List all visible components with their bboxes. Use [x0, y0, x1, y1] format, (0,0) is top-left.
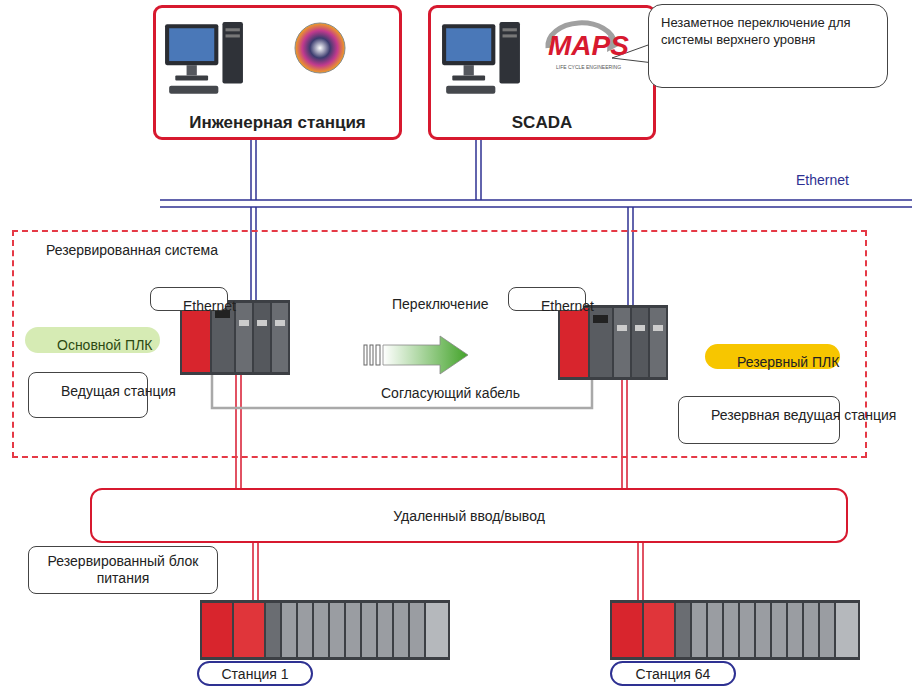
- logo-text: LIFE CYCLE ENGINEERING: [556, 64, 621, 70]
- node-text: Ethernet: [183, 298, 236, 316]
- workstation-box: SCADA: [428, 5, 656, 140]
- node-text: Удаленный ввод/вывод: [393, 508, 545, 524]
- remote-station-rack: [200, 600, 450, 660]
- remote-station-rack: [610, 600, 860, 660]
- backup-plc: [558, 305, 668, 380]
- switchover-arrow: [364, 336, 468, 374]
- ethernet-wire: [251, 140, 633, 306]
- callout-box: Резервная ведущая станция: [678, 396, 840, 444]
- node-text: Основной ПЛК: [57, 337, 152, 353]
- cable-label: Согласующий кабель: [381, 385, 520, 401]
- status-pill: Основной ПЛК: [25, 327, 160, 353]
- remote-io-band: Удаленный ввод/вывод: [90, 488, 848, 543]
- iq-logo: [295, 23, 345, 73]
- callout-box: Ethernet: [508, 287, 586, 311]
- node-text: Резервированная система: [46, 242, 218, 258]
- station-label: Станция 1: [197, 661, 313, 686]
- node-text: Незаметное переключение для системы верх…: [661, 15, 875, 49]
- callout-box: Ведущая станция: [28, 372, 148, 418]
- node-text: Ethernet: [541, 298, 594, 316]
- node-text: Инженерная станция: [189, 113, 366, 133]
- node-text: SCADA: [512, 113, 572, 133]
- tracking-cable: [212, 375, 592, 408]
- node-text: Станция 1: [222, 666, 289, 682]
- callout-bubble: Незаметное переключение для системы верх…: [648, 4, 888, 88]
- node-text: Станция 64: [636, 666, 711, 682]
- status-pill: Резервный ПЛК: [705, 344, 840, 369]
- computer-icon: [165, 22, 243, 94]
- workstation-box: Инженерная станция: [153, 5, 402, 140]
- redundant-region: Резервированная системаEthernetОсновной …: [12, 230, 867, 458]
- node-text: Ведущая станция: [61, 383, 176, 401]
- node-text: Резервированный блок питания: [37, 553, 209, 588]
- arrow-label: Переключение: [392, 296, 488, 312]
- bus-label: Ethernet: [796, 172, 849, 188]
- station-label: Станция 64: [610, 661, 736, 686]
- callout-box: Ethernet: [150, 287, 228, 311]
- node-text: Резервный ПЛК: [737, 354, 839, 370]
- computer-icon: [442, 22, 520, 94]
- logo-text: MAPS: [548, 30, 629, 62]
- callout-box: Резервированный блок питания: [28, 546, 218, 594]
- ethernet-bus: [160, 200, 912, 207]
- node-text: Резервная ведущая станция: [711, 407, 896, 425]
